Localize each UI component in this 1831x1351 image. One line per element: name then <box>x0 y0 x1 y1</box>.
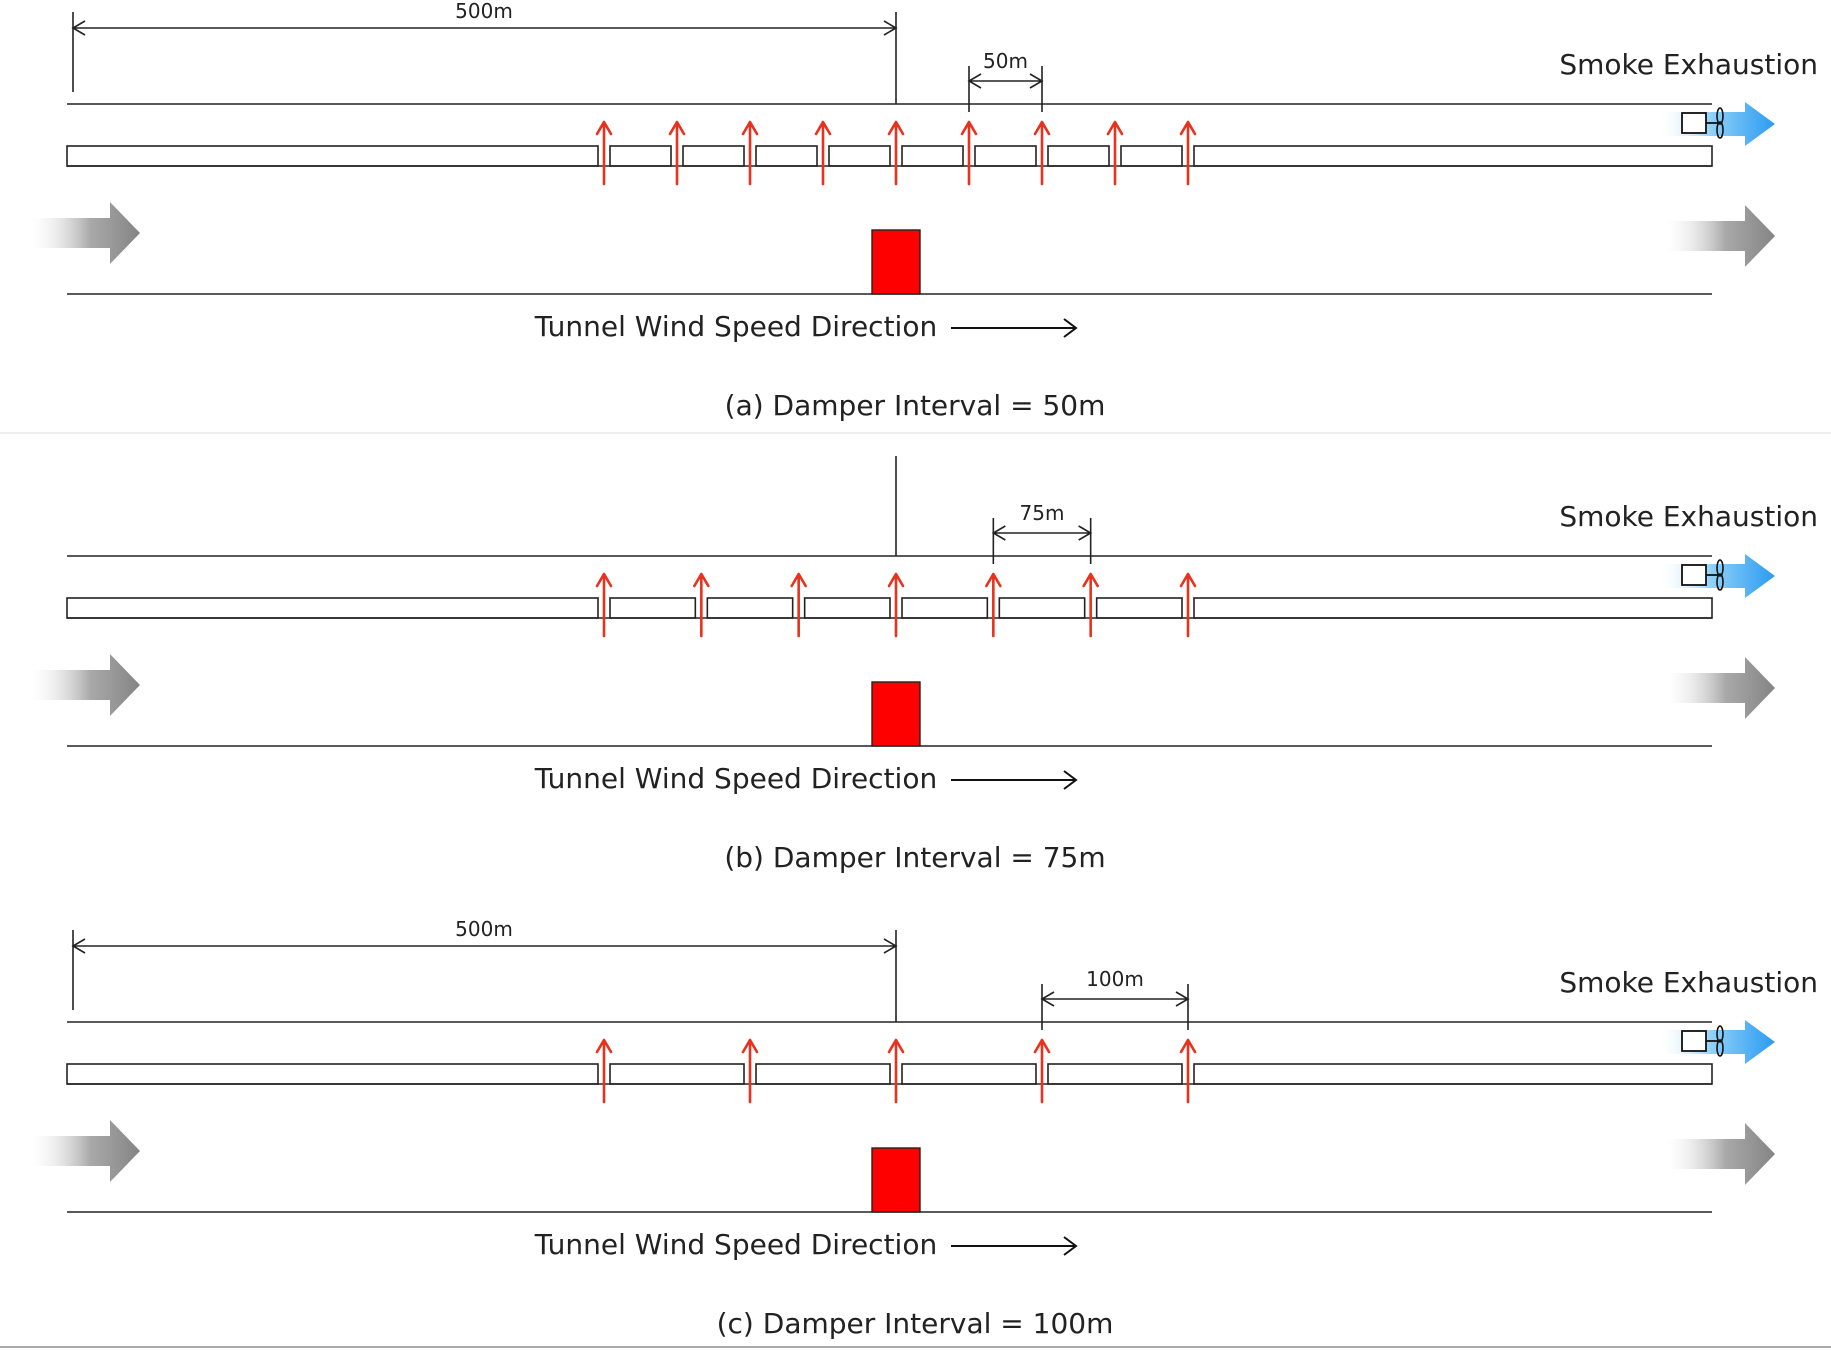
damper-arrow-icon <box>668 120 686 186</box>
damper-arrow-icon <box>1179 120 1197 186</box>
dimension-interval-arrow <box>991 525 1093 541</box>
damper-arrow-icon <box>960 120 978 186</box>
duct-slab-segment <box>66 1063 599 1085</box>
duct-slab-segment <box>828 145 891 167</box>
fan-icon <box>1681 559 1724 591</box>
fan-blade <box>1716 107 1724 125</box>
duct-slab-segment <box>755 145 818 167</box>
damper-arrow-icon <box>741 1038 759 1104</box>
duct-slab-segment <box>1193 597 1713 619</box>
duct-slab-segment <box>755 1063 891 1085</box>
fan-icon <box>1681 1025 1724 1057</box>
dimension-total-arrow <box>71 20 898 36</box>
duct-slab-segment <box>1095 597 1183 619</box>
damper-arrow-icon <box>887 120 905 186</box>
damper-arrow-icon <box>595 120 613 186</box>
fan-blade <box>1716 1039 1724 1057</box>
inflow-arrow-icon <box>30 654 140 716</box>
damper-arrow-icon <box>887 1038 905 1104</box>
dimension-interval-arrow <box>1040 991 1190 1007</box>
fan-blade <box>1716 121 1724 139</box>
duct-slab-segment <box>1120 145 1183 167</box>
smoke-exhaustion-label: Smoke Exhaustion <box>1559 48 1818 81</box>
duct-slab-segment <box>682 145 745 167</box>
dimension-interval-label: 75m <box>1020 501 1065 525</box>
dimension-total-arrow <box>71 938 898 954</box>
dimension-interval-label: 100m <box>1086 967 1144 991</box>
panel-caption: (a) Damper Interval = 50m <box>725 389 1106 422</box>
duct-slab-segment <box>974 145 1037 167</box>
damper-arrow-icon <box>595 572 613 638</box>
damper-arrow-icon <box>985 572 1002 638</box>
duct-slab-segment <box>66 145 599 167</box>
damper-arrow-icon <box>1106 120 1124 186</box>
damper-arrow-icon <box>693 572 710 638</box>
duct-slab-segment <box>706 597 794 619</box>
fan-housing <box>1681 1030 1707 1052</box>
duct-slab-segment <box>1047 145 1110 167</box>
panel-caption: (b) Damper Interval = 75m <box>724 841 1105 874</box>
inflow-arrow-icon <box>30 202 140 264</box>
duct-slab-segment <box>1047 1063 1183 1085</box>
dimension-interval-arrow <box>967 73 1044 89</box>
fan-housing <box>1681 112 1707 134</box>
dimension-total-label: 500m <box>455 917 513 941</box>
damper-arrow-icon <box>1033 1038 1051 1104</box>
duct-slab-segment <box>901 1063 1037 1085</box>
duct-slab-segment <box>609 1063 745 1085</box>
damper-arrow-icon <box>887 572 905 638</box>
outflow-arrow-icon <box>1665 1123 1775 1185</box>
duct-slab-segment <box>998 597 1086 619</box>
duct-slab-segment <box>66 597 599 619</box>
fire-source <box>871 229 921 295</box>
duct-slab-segment <box>1193 145 1713 167</box>
damper-arrow-icon <box>814 120 832 186</box>
dimension-total-label: 500m <box>455 0 513 23</box>
fan-blade <box>1716 573 1724 591</box>
fan-blade <box>1716 1025 1724 1043</box>
inflow-arrow-icon <box>30 1120 140 1182</box>
duct-slab-segment <box>609 597 697 619</box>
fire-source <box>871 681 921 747</box>
smoke-exhaustion-label: Smoke Exhaustion <box>1559 966 1818 999</box>
damper-arrow-icon <box>1179 572 1197 638</box>
dimension-interval-label: 50m <box>983 49 1028 73</box>
wind-direction-label: Tunnel Wind Speed Direction <box>534 762 937 795</box>
fan-icon <box>1681 107 1724 139</box>
damper-arrow-icon <box>1033 120 1051 186</box>
smoke-exhaustion-label: Smoke Exhaustion <box>1559 500 1818 533</box>
fan-blade <box>1716 559 1724 577</box>
duct-slab-segment <box>901 597 989 619</box>
damper-arrow-icon <box>790 572 807 638</box>
fan-housing <box>1681 564 1707 586</box>
damper-arrow-icon <box>595 1038 613 1104</box>
outflow-arrow-icon <box>1665 657 1775 719</box>
duct-slab-segment <box>1193 1063 1713 1085</box>
outflow-arrow-icon <box>1665 205 1775 267</box>
wind-direction-label: Tunnel Wind Speed Direction <box>534 1228 937 1261</box>
damper-arrow-icon <box>741 120 759 186</box>
wind-direction-arrow-icon <box>951 1236 1078 1256</box>
damper-arrow-icon <box>1179 1038 1197 1104</box>
duct-slab-segment <box>609 145 672 167</box>
wind-direction-label: Tunnel Wind Speed Direction <box>534 310 937 343</box>
duct-slab-segment <box>803 597 891 619</box>
duct-slab-segment <box>901 145 964 167</box>
wind-direction-arrow-icon <box>951 318 1078 338</box>
fire-source <box>871 1147 921 1213</box>
damper-arrow-icon <box>1082 572 1099 638</box>
wind-direction-arrow-icon <box>951 770 1078 790</box>
panel-caption: (c) Damper Interval = 100m <box>717 1307 1114 1340</box>
